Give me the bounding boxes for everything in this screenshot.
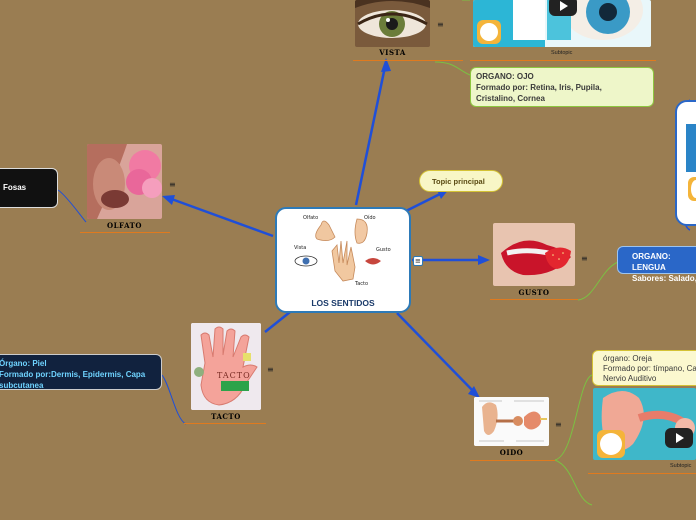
central-label-olfato: Olfato — [303, 215, 319, 221]
ear-video-art — [593, 388, 696, 460]
tacto-hand-image[interactable]: TACTO — [191, 323, 261, 410]
oido-info-line1: órgano: Oreja — [603, 354, 652, 363]
oido-video-underline — [588, 473, 696, 474]
oido-info-line3: Nervio Auditivo — [603, 374, 657, 383]
central-label-gusto: Gusto — [376, 247, 391, 253]
connector-oido — [396, 312, 477, 395]
vista-eye-image[interactable] — [355, 0, 430, 47]
nose-flower-illustration — [87, 144, 162, 219]
tacto-caption: TACTO — [211, 412, 241, 421]
oido-emoji-icon — [597, 430, 625, 458]
vista-menu-icon[interactable]: ≡ — [437, 20, 444, 29]
gusto-info-box[interactable]: ORGANO: LENGUA Sabores: Salado, ... — [617, 246, 696, 283]
tacto-menu-icon[interactable]: ≡ — [267, 365, 274, 374]
tacto-info-box[interactable]: Órgano: Piel Formado por:Dermis, Epiderm… — [0, 354, 162, 390]
vista-info-line1: ORGANO: OJO — [476, 72, 534, 81]
oido-info-box[interactable]: órgano: Oreja Formado por: tímpano, Ca..… — [592, 350, 696, 386]
oido-subtopic: Subtopic — [670, 463, 692, 469]
central-label-oido: Oído — [364, 215, 376, 221]
topic-principal-box[interactable]: Topic principal — [419, 170, 503, 192]
vista-subtopic: Subtopic — [551, 50, 573, 56]
olfato-info-line1: Fosas — [3, 183, 27, 192]
offscreen-emoji-icon — [688, 177, 696, 201]
gusto-underline — [490, 299, 578, 300]
vista-info-line3: Cristalino, Cornea — [476, 94, 545, 103]
tacto-info-line3: subcutanea — [0, 381, 44, 390]
gusto-menu-icon[interactable]: ≡ — [581, 254, 588, 263]
olfato-caption: OLFATO — [107, 221, 142, 230]
gusto-caption: GUSTO — [518, 288, 550, 297]
tacto-hand-text: TACTO — [217, 371, 251, 380]
oido-ear-image[interactable] — [474, 397, 549, 446]
central-label-vista: Vista — [294, 245, 307, 251]
vista-info-line2: Formado por: Retina, Iris, Pupila, — [476, 83, 602, 92]
central-title: LOS SENTIDOS — [311, 298, 375, 308]
gusto-info-line2: Sabores: Salado, ... — [632, 274, 696, 283]
connector-tacto — [264, 311, 291, 333]
oido-video-thumbnail[interactable] — [593, 388, 696, 460]
tacto-info-line2: Formado por:Dermis, Epidermis, Capa — [0, 370, 146, 379]
vista-video-underline — [470, 60, 656, 61]
topic-principal-label: Topic principal — [432, 177, 485, 186]
vista-caption: VISTA — [379, 48, 406, 57]
central-node[interactable]: Olfato Oído Vista Gusto Tacto LOS SENTID… — [275, 207, 411, 313]
lips-strawberry-illustration — [493, 223, 575, 286]
eye-illustration — [355, 0, 430, 47]
oido-play-icon[interactable] — [665, 428, 693, 448]
olfato-info-box[interactable]: Fosas — [0, 168, 58, 208]
connector-olfato — [165, 195, 274, 238]
oido-menu-icon[interactable]: ≡ — [555, 420, 562, 429]
gusto-info-line1: ORGANO: LENGUA — [632, 252, 671, 272]
central-label-tacto: Tacto — [355, 281, 369, 287]
vista-video-thumbnail[interactable] — [473, 0, 651, 47]
tacto-underline — [184, 423, 266, 424]
oido-underline — [470, 460, 555, 461]
olfato-nose-image[interactable] — [87, 144, 162, 219]
vista-play-icon[interactable] — [549, 0, 577, 16]
oido-info-line2: Formado por: tímpano, Ca... — [603, 364, 696, 373]
gusto-lips-image[interactable] — [493, 223, 575, 286]
olfato-menu-icon[interactable]: ≡ — [169, 180, 176, 189]
vista-info-box[interactable]: ORGANO: OJO Formado por: Retina, Iris, P… — [470, 67, 654, 107]
central-menu-icon[interactable]: ≡ — [413, 256, 423, 266]
hand-illustration — [191, 323, 261, 410]
oido-caption: OIDO — [499, 448, 524, 457]
tacto-info-line1: Órgano: Piel — [0, 359, 47, 368]
vista-emoji-icon — [477, 20, 501, 44]
ear-diagram-illustration — [474, 397, 549, 446]
connector-vista — [354, 61, 388, 206]
vista-underline — [353, 60, 463, 61]
olfato-underline — [80, 232, 170, 233]
senses-illustration — [294, 218, 381, 282]
offscreen-video-node[interactable] — [675, 100, 696, 226]
